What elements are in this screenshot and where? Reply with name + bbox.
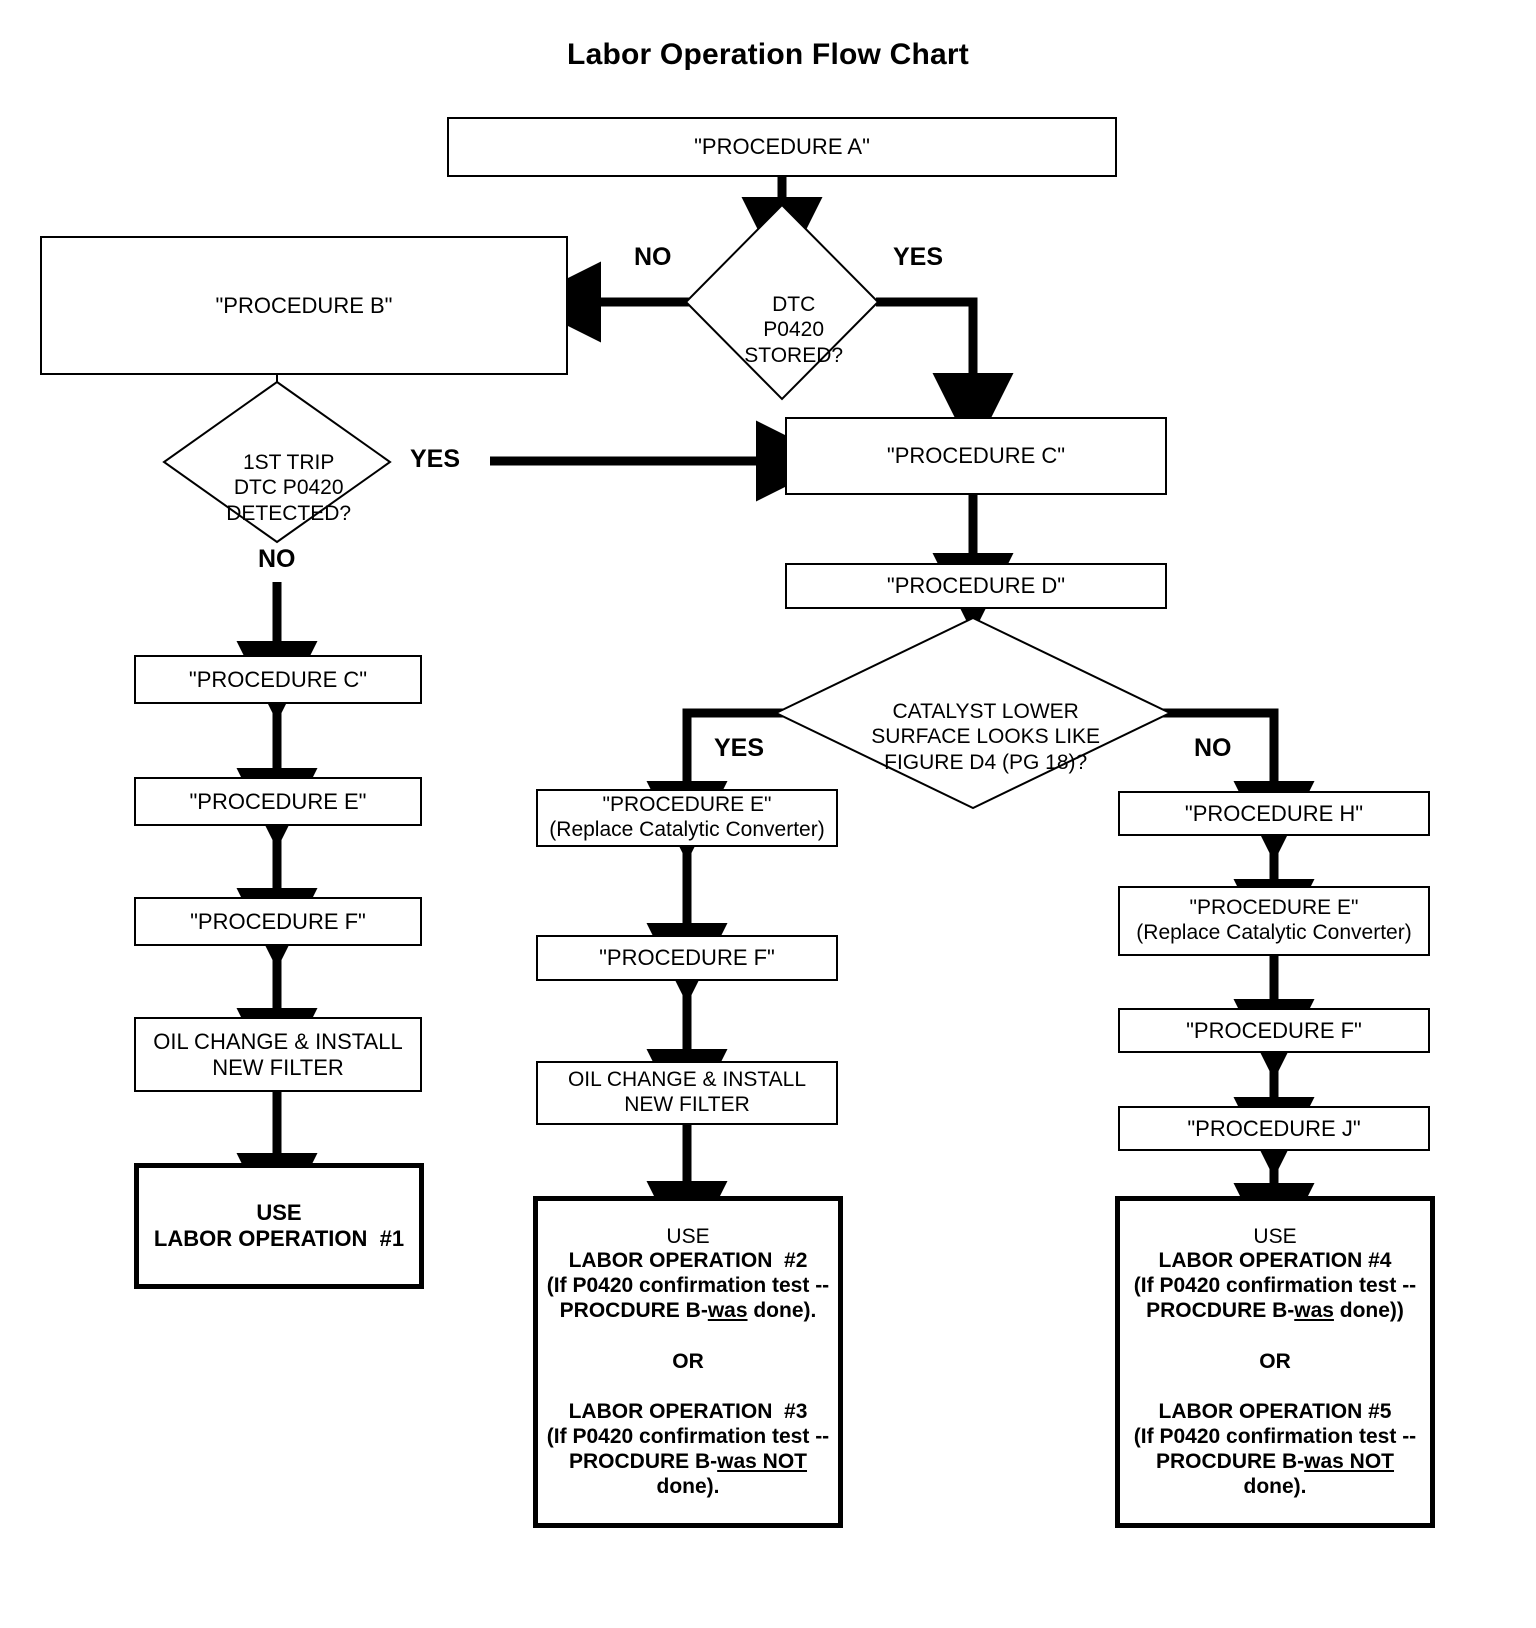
mid-use-line-5: LABOR OPERATION #3 bbox=[568, 1400, 808, 1424]
node-left-oil-line-2: NEW FILTER bbox=[212, 1054, 344, 1080]
decision-first-trip-text: 1ST TRIP DTC P0420 DETECTED? bbox=[172, 425, 382, 551]
mid-use-line-4-post: done). bbox=[747, 1298, 817, 1322]
rr-use-line-7-pre: PROCDURE B- bbox=[1155, 1449, 1305, 1473]
node-right-procedure-d[interactable]: "PROCEDURE D" bbox=[785, 563, 1167, 609]
catalyst-line-3: FIGURE D4 (PG 18)? bbox=[884, 750, 1088, 774]
mid-use-line-7: PROCDURE B-was NOT bbox=[569, 1450, 807, 1475]
node-procedure-a[interactable]: "PROCEDURE A" bbox=[447, 117, 1117, 177]
node-right-procedure-f[interactable]: "PROCEDURE F" bbox=[1118, 1008, 1430, 1053]
catalyst-line-1: CATALYST LOWER bbox=[892, 700, 1079, 724]
page-title: Labor Operation Flow Chart bbox=[567, 38, 969, 71]
left-use-line-1: USE bbox=[256, 1200, 302, 1226]
branch-label-dtc-yes: YES bbox=[893, 243, 944, 271]
mid-use-line-4-pre: PROCDURE B- bbox=[559, 1298, 708, 1322]
trip-line-1: 1ST TRIP bbox=[242, 451, 335, 475]
mid-use-line-7-pre: PROCDURE B- bbox=[568, 1449, 718, 1473]
dtc-line-1: DTC bbox=[772, 293, 816, 317]
mid-use-or: OR bbox=[672, 1349, 704, 1373]
rr-use-line-7: PROCDURE B-was NOT bbox=[1156, 1450, 1394, 1475]
trip-line-2: DTC P0420 bbox=[233, 476, 344, 500]
mid-use-line-1: USE bbox=[666, 1224, 710, 1248]
node-procedure-b[interactable]: "PROCEDURE B" bbox=[40, 236, 568, 375]
rr-h-label: "PROCEDURE H" bbox=[1184, 800, 1364, 826]
rr-use-line-2: LABOR OPERATION #4 bbox=[1158, 1249, 1392, 1273]
node-left-procedure-c-label: "PROCEDURE C" bbox=[188, 666, 368, 692]
mid-oil-line-1: OIL CHANGE & INSTALL bbox=[567, 1068, 807, 1092]
rr-use-or: OR bbox=[1259, 1349, 1291, 1373]
branch-label-catalyst-yes: YES bbox=[714, 734, 765, 762]
rr-use-line-4-post: done)) bbox=[1333, 1298, 1404, 1322]
node-right-procedure-d-label: "PROCEDURE D" bbox=[886, 573, 1066, 599]
mid-use-line-8: done). bbox=[656, 1474, 720, 1498]
decision-dtc-text: DTC P0420 STORED? bbox=[702, 267, 862, 393]
node-mid-oil-change[interactable]: OIL CHANGE & INSTALL NEW FILTER bbox=[536, 1061, 838, 1125]
rr-use-line-4: PROCDURE B-was done)) bbox=[1146, 1299, 1404, 1324]
node-right-procedure-j[interactable]: "PROCEDURE J" bbox=[1118, 1106, 1430, 1151]
mid-e-line-1: "PROCEDURE E" bbox=[602, 793, 772, 817]
edge-dtc-yes-to-c bbox=[876, 297, 1014, 454]
node-mid-procedure-f[interactable]: "PROCEDURE F" bbox=[536, 935, 838, 981]
branch-label-dtc-no: NO bbox=[634, 243, 672, 271]
rr-use-line-3: (If P0420 confirmation test -- bbox=[1133, 1274, 1417, 1298]
node-left-oil-change[interactable]: OIL CHANGE & INSTALL NEW FILTER bbox=[134, 1017, 422, 1092]
mid-oil-line-2: NEW FILTER bbox=[624, 1093, 750, 1116]
node-left-procedure-c[interactable]: "PROCEDURE C" bbox=[134, 655, 422, 704]
rr-use-line-4-pre: PROCDURE B- bbox=[1146, 1298, 1295, 1322]
rr-use-line-6: (If P0420 confirmation test -- bbox=[1133, 1425, 1417, 1449]
rr-use-line-8: done). bbox=[1243, 1474, 1307, 1498]
mid-e-line-2: (Replace Catalytic Converter) bbox=[549, 818, 825, 841]
catalyst-line-2: SURFACE LOOKS LIKE bbox=[871, 725, 1101, 749]
node-left-labor-operation-1[interactable]: USE LABOR OPERATION #1 bbox=[134, 1163, 424, 1289]
node-left-procedure-e[interactable]: "PROCEDURE E" bbox=[134, 777, 422, 826]
dtc-line-3: STORED? bbox=[744, 343, 844, 367]
left-use-line-2: LABOR OPERATION #1 bbox=[153, 1226, 405, 1251]
node-right-procedure-c[interactable]: "PROCEDURE C" bbox=[785, 417, 1167, 495]
decision-catalyst-text: CATALYST LOWER SURFACE LOOKS LIKE FIGURE… bbox=[838, 674, 1110, 800]
rr-e-line-1: "PROCEDURE E" bbox=[1189, 896, 1359, 920]
rr-use-line-1: USE bbox=[1253, 1224, 1297, 1248]
rr-f-label: "PROCEDURE F" bbox=[1186, 1017, 1362, 1043]
node-left-oil-line-1: OIL CHANGE & INSTALL bbox=[153, 1028, 403, 1054]
node-mid-procedure-e[interactable]: "PROCEDURE E" (Replace Catalytic Convert… bbox=[536, 789, 838, 847]
mid-use-line-4-underline: was bbox=[707, 1298, 748, 1322]
node-right-procedure-e[interactable]: "PROCEDURE E" (Replace Catalytic Convert… bbox=[1118, 886, 1430, 956]
node-left-procedure-f-label: "PROCEDURE F" bbox=[190, 908, 366, 934]
mid-use-line-6: (If P0420 confirmation test -- bbox=[546, 1425, 830, 1449]
trip-line-3: DETECTED? bbox=[226, 501, 352, 525]
rr-use-line-4-underline: was bbox=[1294, 1298, 1334, 1322]
rr-use-line-5: LABOR OPERATION #5 bbox=[1158, 1400, 1392, 1424]
mid-use-line-3: (If P0420 confirmation test -- bbox=[546, 1274, 830, 1298]
node-procedure-a-label: "PROCEDURE A" bbox=[694, 134, 870, 160]
mid-use-line-2: LABOR OPERATION #2 bbox=[568, 1249, 808, 1273]
branch-label-trip-no: NO bbox=[258, 545, 296, 573]
node-left-procedure-e-label: "PROCEDURE E" bbox=[189, 788, 367, 814]
branch-label-trip-yes: YES bbox=[410, 445, 461, 473]
node-right-procedure-h[interactable]: "PROCEDURE H" bbox=[1118, 791, 1430, 836]
mid-use-line-4: PROCDURE B-was done). bbox=[560, 1299, 817, 1324]
rr-use-line-7-underline: was NOT bbox=[1304, 1449, 1395, 1473]
dtc-line-2: P0420 bbox=[763, 318, 825, 342]
mid-use-line-7-underline: was NOT bbox=[717, 1449, 808, 1473]
node-right-labor-operation-4-5[interactable]: USE LABOR OPERATION #4 (If P0420 confirm… bbox=[1115, 1196, 1435, 1528]
node-mid-labor-operation-2-3[interactable]: USE LABOR OPERATION #2 (If P0420 confirm… bbox=[533, 1196, 843, 1528]
branch-label-catalyst-no: NO bbox=[1194, 734, 1232, 762]
rr-j-label: "PROCEDURE J" bbox=[1187, 1115, 1361, 1141]
node-right-procedure-c-label: "PROCEDURE C" bbox=[886, 443, 1066, 469]
rr-e-line-2: (Replace Catalytic Converter) bbox=[1136, 921, 1412, 944]
node-procedure-b-label: "PROCEDURE B" bbox=[215, 292, 393, 318]
node-left-procedure-f[interactable]: "PROCEDURE F" bbox=[134, 897, 422, 946]
mid-f-label: "PROCEDURE F" bbox=[599, 945, 775, 971]
